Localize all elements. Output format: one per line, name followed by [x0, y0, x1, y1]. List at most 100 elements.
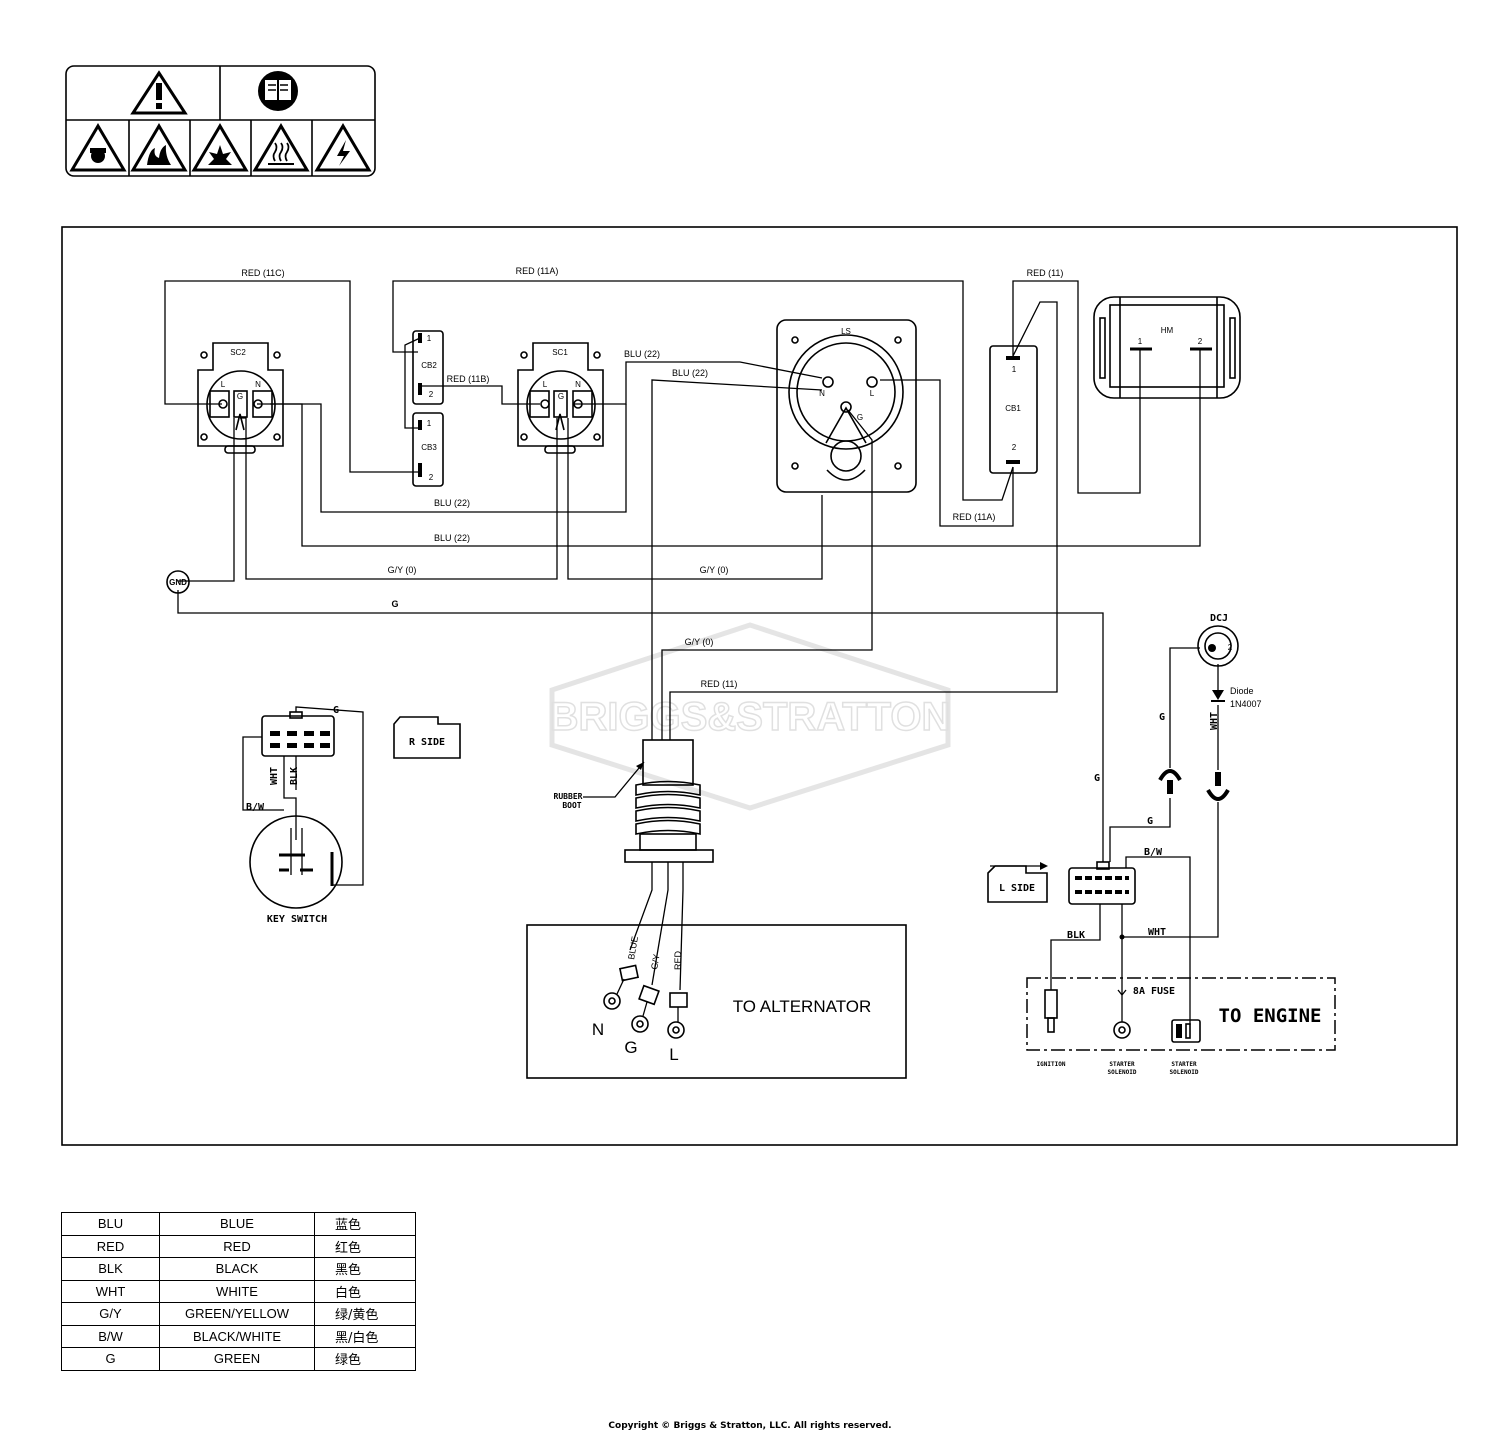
ls-g-label: G [857, 413, 863, 422]
wire-label-gy-0-right: G/Y (0) [700, 565, 729, 575]
starter-solenoid-1a: STARTER [1109, 1061, 1135, 1068]
alternator-box: BLUE G/Y RED N G L TO ALTERNATOR [526, 862, 907, 1079]
to-engine-box: 8A FUSE TO ENGINE IGNITION STARTER SOLEN… [1026, 977, 1336, 1076]
alternator-wire-red: RED [673, 950, 683, 970]
wire-label-blu-22-b: BLU (22) [434, 533, 470, 543]
legend-zh: 红色 [314, 1234, 416, 1258]
alternator-l-label: L [669, 1045, 678, 1064]
sc2-g-label: G [237, 392, 243, 401]
legend-abbr: BLK [61, 1257, 160, 1281]
watermark-text: BRIGGS&STRATTON [550, 695, 951, 739]
wire-label-gy-0-left: G/Y (0) [388, 565, 417, 575]
breaker-cb1: 1 CB1 2 [989, 345, 1038, 474]
legend-row: G GREEN 绿色 [61, 1347, 416, 1371]
cb1-pin-1: 1 [1012, 365, 1017, 374]
wire-labels: RED (11C) RED (11A) RED (11) RED (11B) B… [241, 266, 1063, 689]
cb1-label: CB1 [1005, 404, 1021, 413]
legend-row: G/Y GREEN/YELLOW 绿/黄色 [61, 1302, 416, 1326]
electrical-shock-warning-icon [314, 123, 372, 172]
wire-label-blu-22-a: BLU (22) [434, 498, 470, 508]
engine-g-upper-label: G [1159, 712, 1165, 723]
explosion-warning-icon [191, 123, 249, 172]
legend-row: BLK BLACK 黑色 [61, 1257, 416, 1281]
rubber-boot-label-1: RUBBER [554, 792, 583, 801]
engine-g-mid-label: G [1147, 816, 1153, 827]
key-switch-title: KEY SWITCH [267, 914, 327, 925]
dcj-label: DCJ [1210, 613, 1228, 624]
wire-label-red-11: RED (11) [1027, 268, 1064, 278]
ls-n-label: N [819, 389, 825, 398]
legend-zh: 白色 [314, 1279, 416, 1303]
wires [164, 280, 1219, 1025]
ls-l-label: L [870, 389, 875, 398]
legend-zh: 黑/白色 [314, 1324, 416, 1348]
hm-pin-2: 2 [1198, 337, 1203, 346]
breaker-cb2: 1 CB2 2 [412, 330, 444, 405]
legend-zh: 绿色 [314, 1347, 416, 1371]
alternator-title: TO ALTERNATOR [733, 997, 872, 1016]
key-switch: G WHT BLK B/W KEY SWITCH [242, 705, 364, 925]
cb3-pin-1: 1 [427, 419, 432, 428]
wht-splice-dot [1119, 934, 1125, 940]
legend-row: WHT WHITE 白色 [61, 1279, 416, 1303]
receptacle-ls: LS N L G [776, 319, 917, 493]
schematic-frame [61, 226, 1458, 1146]
wire-label-red-11b: RED (11B) [447, 374, 490, 384]
legend-row: RED RED 红色 [61, 1234, 416, 1258]
cb2-pin-2: 2 [429, 390, 434, 399]
sc1-l-label: L [543, 380, 548, 389]
cb2-label: CB2 [421, 361, 437, 370]
engine-blk-label: BLK [1067, 930, 1085, 941]
starter-solenoid-2a: STARTER [1171, 1061, 1197, 1068]
legend-abbr: WHT [61, 1279, 160, 1303]
sc2-n-label: N [255, 380, 261, 389]
sc2-l-label: L [221, 380, 226, 389]
legend-name: WHITE [159, 1279, 315, 1303]
legend-row: B/W BLACK/WHITE 黑/白色 [61, 1324, 416, 1348]
wire-label-blu-22-ls: BLU (22) [672, 368, 708, 378]
alternator-wire-gy: G/Y [649, 953, 662, 970]
wire-label-red-11a-cb1: RED (11A) [953, 512, 996, 522]
cb2-pin-1: 1 [427, 334, 432, 343]
ls-label: LS [841, 327, 851, 336]
r-side-tag: R SIDE [393, 716, 461, 759]
to-engine-title: TO ENGINE [1219, 1005, 1322, 1027]
legend-abbr: G [61, 1347, 160, 1371]
sc1-g-label: G [558, 392, 564, 401]
legend-name: RED [159, 1234, 315, 1258]
legend-abbr: RED [61, 1234, 160, 1258]
sc2-label: SC2 [230, 348, 246, 357]
dc-jack-dcj: 2 DCJ [1197, 613, 1239, 667]
starter-solenoid-1b: SOLENOID [1108, 1069, 1137, 1076]
l-side-label: L SIDE [999, 883, 1035, 894]
receptacle-sc1: SC1 L N G [517, 342, 604, 454]
legend-name: BLUE [159, 1212, 315, 1236]
alternator-wire-blue: BLUE [626, 935, 640, 960]
key-switch-bw-label: B/W [246, 802, 265, 813]
color-legend-table: BLU BLUE 蓝色 RED RED 红色 BLK BLACK 黑色 WHT … [61, 1212, 416, 1371]
key-switch-wht-label: WHT [269, 767, 280, 785]
engine-bw-label: B/W [1144, 847, 1163, 858]
legend-abbr: G/Y [61, 1302, 160, 1326]
rubber-boot: RUBBER BOOT [554, 739, 714, 863]
diode-1n4007: Diode 1N4007 [1211, 686, 1262, 709]
wire-label-gy-0-center: G/Y (0) [685, 637, 714, 647]
engine-g-left-label: G [1094, 773, 1100, 784]
engine-wire-labels: WHT G G G B/W BLK WHT [1067, 712, 1220, 941]
engine-wht-label: WHT [1148, 927, 1166, 938]
rubber-boot-label-2: BOOT [562, 801, 581, 810]
brand-watermark: BRIGGS&STRATTON [549, 622, 951, 811]
ignition-label: IGNITION [1037, 1061, 1066, 1068]
starter-solenoid-2b: SOLENOID [1170, 1069, 1199, 1076]
hm-pin-1: 1 [1138, 337, 1143, 346]
bullet-connectors [1158, 769, 1230, 801]
hour-meter-hm: HM 1 2 [1093, 296, 1241, 399]
wire-label-red-11a: RED (11A) [516, 266, 559, 276]
legend-abbr: B/W [61, 1324, 160, 1348]
gnd-label: GND [169, 578, 187, 587]
dcj-pin-2: 2 [1228, 643, 1233, 652]
ground-terminal: GND [166, 570, 190, 594]
general-warning-icon [130, 70, 188, 115]
fuse-label: 8A FUSE [1133, 986, 1175, 997]
